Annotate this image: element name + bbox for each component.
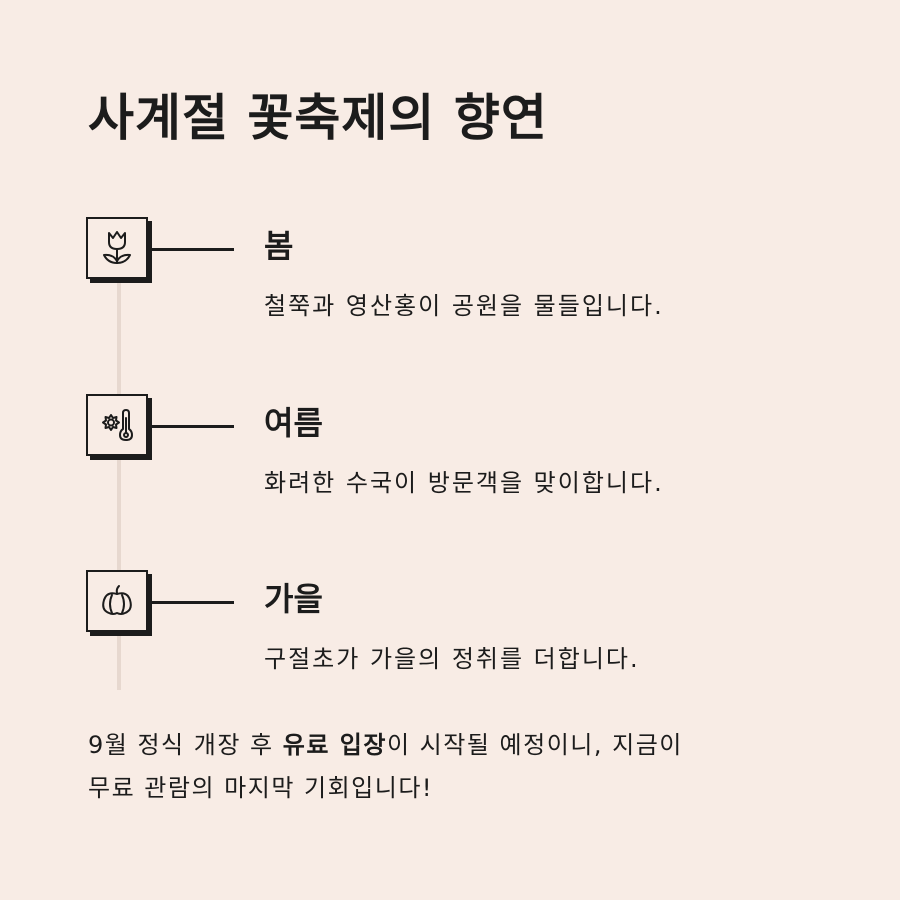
timeline-item-summer: 여름 화려한 수국이 방문객을 맞이합니다. bbox=[86, 394, 806, 524]
page-title: 사계절 꽃축제의 향연 bbox=[88, 89, 548, 147]
connector-line bbox=[152, 425, 234, 428]
season-title: 봄 bbox=[264, 227, 294, 265]
footer-highlight: 유료 입장 bbox=[282, 731, 387, 759]
season-title: 가을 bbox=[264, 580, 323, 618]
pumpkin-icon bbox=[86, 570, 148, 632]
season-title: 여름 bbox=[264, 404, 323, 442]
connector-line bbox=[152, 601, 234, 604]
season-description: 화려한 수국이 방문객을 맞이합니다. bbox=[264, 469, 664, 497]
timeline-line bbox=[117, 282, 121, 690]
footer-text: 무료 관람의 마지막 기회입니다! bbox=[88, 774, 434, 803]
sun-thermometer-icon bbox=[86, 394, 148, 456]
timeline-item-autumn: 가을 구절초가 가을의 정취를 더합니다. bbox=[86, 570, 806, 700]
footer-text: 이 시작될 예정이니, 지금이 bbox=[386, 731, 683, 759]
footer-note: 9월 정식 개장 후 유료 입장이 시작될 예정이니, 지금이 무료 관람의 마… bbox=[88, 724, 808, 810]
tulip-icon bbox=[86, 217, 148, 279]
season-description: 구절초가 가을의 정취를 더합니다. bbox=[264, 645, 640, 673]
connector-line bbox=[152, 248, 234, 251]
season-description: 철쭉과 영산홍이 공원을 물들입니다. bbox=[264, 292, 664, 320]
timeline-item-spring: 봄 철쭉과 영산홍이 공원을 물들입니다. bbox=[86, 217, 806, 347]
footer-text: 9월 정식 개장 후 bbox=[88, 731, 283, 759]
